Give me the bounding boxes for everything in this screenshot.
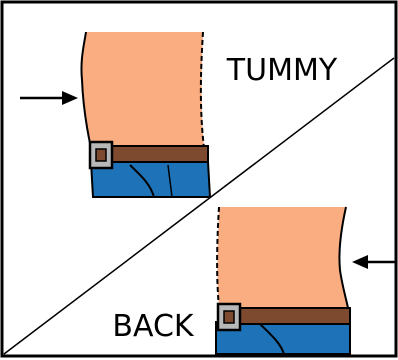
- arrow-right-icon: [20, 91, 78, 105]
- tummy-figure: [80, 31, 212, 198]
- diagonal-divider: [3, 57, 395, 355]
- tummy-torso: [81, 32, 204, 148]
- back-label: BACK: [112, 309, 195, 344]
- back-figure: [215, 206, 351, 355]
- tummy-label: TUMMY: [226, 53, 338, 88]
- arrow-left-icon: [352, 255, 396, 269]
- back-torso: [217, 207, 348, 308]
